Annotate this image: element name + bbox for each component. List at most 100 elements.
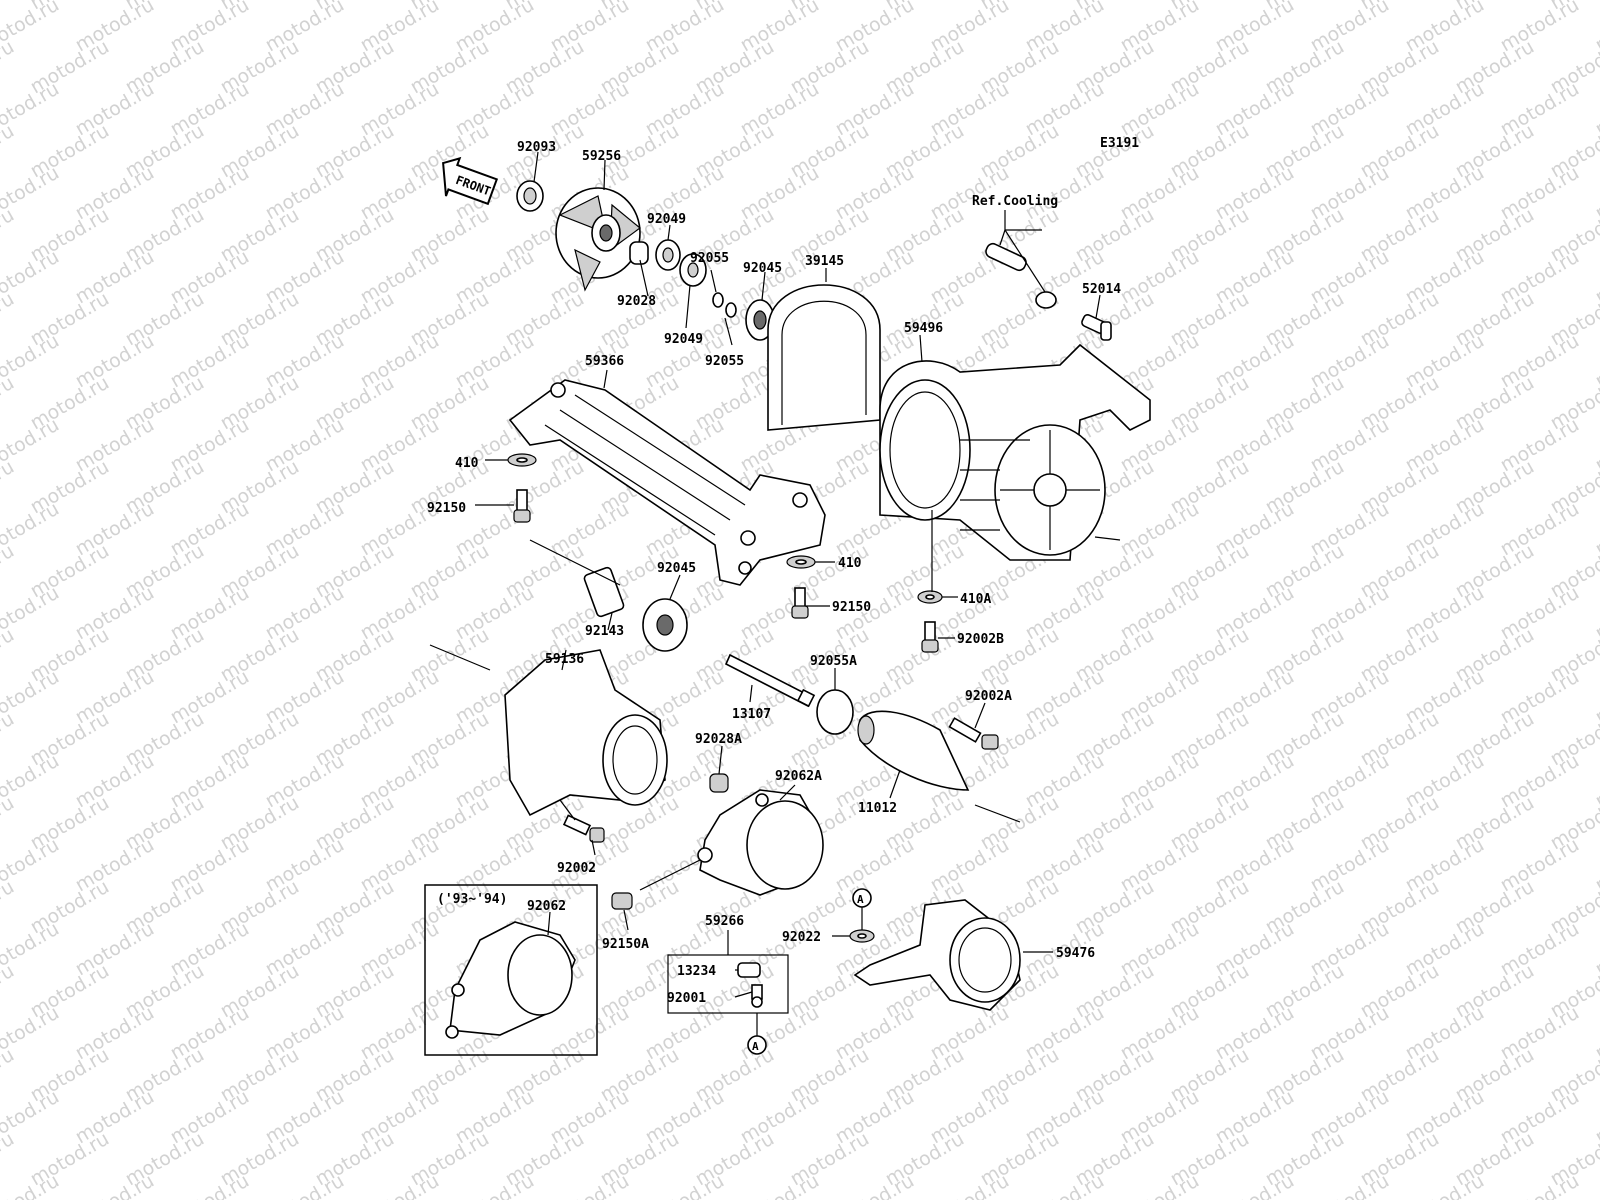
bushing-92093 (516, 180, 544, 212)
reducer-59476 (853, 899, 1021, 1011)
fitting-92001 (751, 984, 763, 1008)
duct-59136 (504, 649, 668, 817)
oring-92055a (712, 292, 724, 308)
oring-92055A (816, 689, 854, 735)
watermark-text: motod.ru (642, 1170, 728, 1200)
label-92150-b: 92150 (832, 600, 871, 615)
watermark-text: motod.ru (0, 624, 18, 687)
watermark-text: motod.ru (1592, 1170, 1600, 1200)
front-arrow-icon: FRONT (442, 156, 499, 206)
watermark-text: motod.ru (0, 120, 18, 183)
collar-92028A (709, 773, 729, 793)
label-13234: 13234 (677, 964, 716, 979)
collar-92028 (629, 241, 649, 265)
watermark-text: motod.ru (1212, 1170, 1298, 1200)
washer-92049b (679, 253, 707, 287)
label-92028: 92028 (617, 294, 656, 309)
label-92001: 92001 (667, 991, 706, 1006)
label-59476: 59476 (1056, 946, 1095, 961)
watermark-text: motod.ru (927, 1170, 1013, 1200)
washer-410b (786, 555, 816, 569)
marker-a-top: A (852, 888, 872, 908)
watermark-text: motod.ru (1592, 918, 1600, 981)
washer-410a (507, 453, 537, 467)
bolt-92002 (562, 814, 605, 843)
watermark-text: motod.ru (452, 1170, 538, 1200)
watermark-text: motod.ru (1592, 1002, 1600, 1065)
svg-text:A: A (752, 1040, 759, 1053)
pin-13234 (737, 962, 761, 978)
label-92028A: 92028A (695, 732, 742, 747)
watermark-text: motod.ru (1592, 750, 1600, 813)
label-59256: 59256 (582, 149, 621, 164)
svg-text:A: A (857, 893, 864, 906)
watermark-text: motod.ru (1592, 78, 1600, 141)
label-410-a: 410 (455, 456, 479, 471)
watermark-text: motod.ru (1497, 1170, 1583, 1200)
washer-410A (917, 590, 943, 604)
label-11012: 11012 (858, 801, 897, 816)
watermark-text: motod.ru (262, 1170, 348, 1200)
washer-92049a (655, 239, 681, 271)
label-92002B: 92002B (957, 632, 1004, 647)
label-92150-a: 92150 (427, 501, 466, 516)
marker-a-bottom: A (747, 1035, 767, 1055)
shaft-13107 (724, 653, 816, 708)
label-410A: 410A (960, 592, 991, 607)
watermark-text: motod.ru (547, 1170, 633, 1200)
bolt-92150A (611, 892, 633, 910)
label-92055A: 92055A (810, 654, 857, 669)
watermark-text: motod.ru (1022, 1170, 1108, 1200)
watermark-text: motod.ru (0, 876, 18, 939)
diagram-code: E3191 (1100, 136, 1139, 151)
label-52014: 52014 (1082, 282, 1121, 297)
watermark-text: motod.ru (1592, 246, 1600, 309)
label-92049-b: 92049 (664, 332, 703, 347)
label-92055-b: 92055 (705, 354, 744, 369)
watermark-text: motod.ru (0, 1044, 18, 1107)
watermark-text: motod.ru (0, 0, 18, 14)
watermark-text: motod.ru (737, 1170, 823, 1200)
watermark-text: motod.ru (0, 36, 18, 99)
cooling-hose (985, 242, 1057, 309)
watermark-text: motod.ru (0, 1128, 18, 1191)
label-92150A: 92150A (602, 937, 649, 952)
bolt-92150b (791, 587, 809, 619)
label-13107: 13107 (732, 707, 771, 722)
label-59366: 59366 (585, 354, 624, 369)
watermark-text: motod.ru (0, 456, 18, 519)
label-92002: 92002 (557, 861, 596, 876)
label-92093: 92093 (517, 140, 556, 155)
watermark-text: motod.ru (1592, 414, 1600, 477)
nozzle-92062 (445, 921, 576, 1039)
watermark-text: motod.ru (1402, 1170, 1488, 1200)
watermark-text: motod.ru (72, 1170, 158, 1200)
watermark-text: motod.ru (1307, 1170, 1393, 1200)
cone-11012 (857, 710, 970, 791)
label-39145: 39145 (805, 254, 844, 269)
watermark-text: motod.ru (1592, 162, 1600, 225)
watermark-text: motod.ru (357, 1170, 443, 1200)
label-92055-a: 92055 (690, 251, 729, 266)
cover-39145 (767, 284, 881, 431)
bolt-92002B (921, 621, 939, 653)
impeller (555, 187, 641, 292)
part-labels: 92093 59256 92049 92028 92049 92055 9205… (427, 140, 1121, 1006)
bolt-92002A (948, 717, 999, 750)
watermark-text: motod.ru (0, 960, 18, 1023)
watermark-text: motod.ru (1592, 0, 1600, 56)
watermark-text: motod.ru (1592, 1086, 1600, 1149)
pump-cover-59366 (508, 379, 826, 586)
label-92062A: 92062A (775, 769, 822, 784)
fitting-52014 (1081, 314, 1112, 341)
label-410-b: 410 (838, 556, 862, 571)
watermark-text: motod.ru (0, 792, 18, 855)
watermark-text: motod.ru (832, 1170, 918, 1200)
pump-case-59496 (879, 343, 1151, 561)
watermark-text: motod.ru (167, 1170, 253, 1200)
label-92045-a: 92045 (743, 261, 782, 276)
nozzle-92062A (639, 789, 824, 896)
watermark-text: motod.ru (1592, 582, 1600, 645)
label-92022: 92022 (782, 930, 821, 945)
watermark-text: motod.ru (0, 540, 18, 603)
